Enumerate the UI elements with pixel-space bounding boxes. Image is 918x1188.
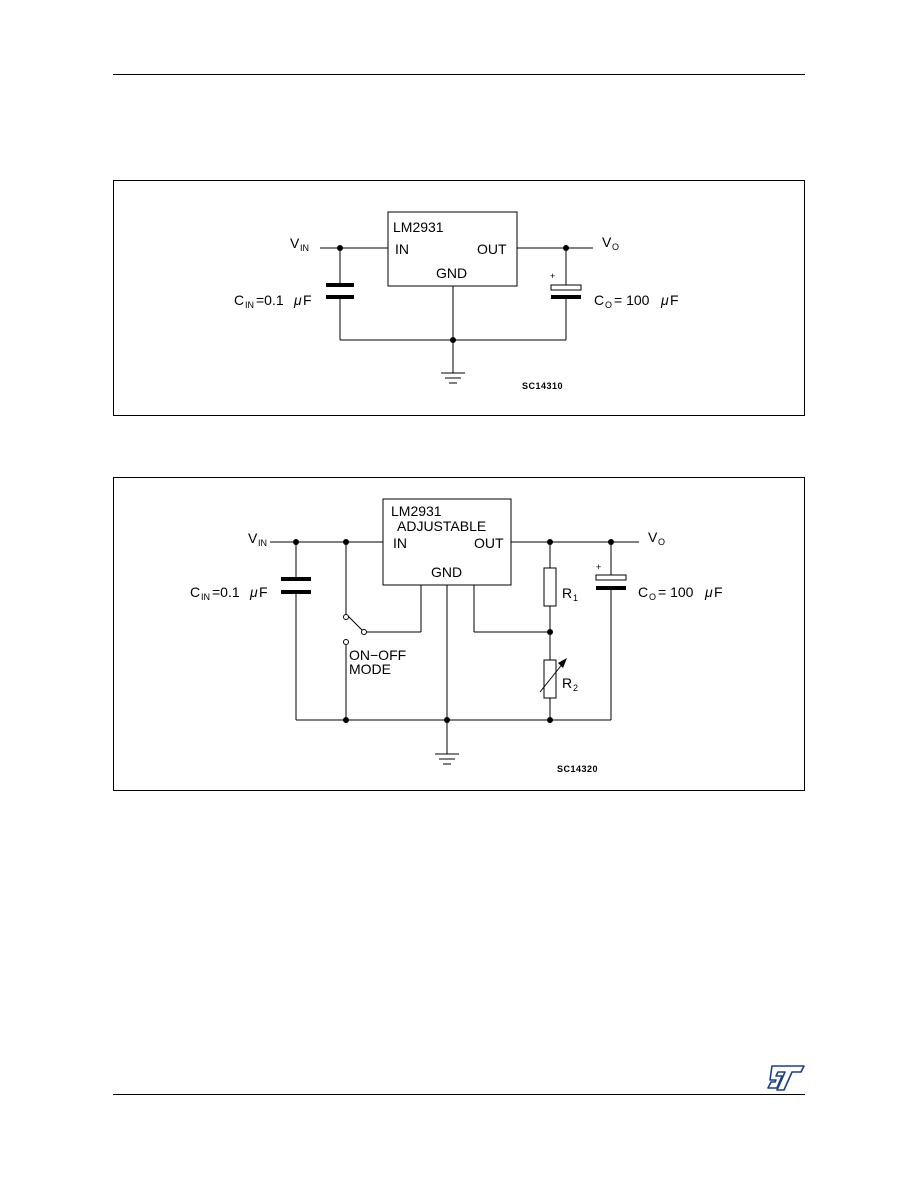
co-label: C (638, 584, 648, 600)
co-farad: F (714, 584, 723, 600)
switch-contact-bottom (343, 639, 349, 645)
figure-1-frame: LM2931 IN OUT GND V IN V O C IN =0.1 μ F… (113, 180, 805, 416)
co-capacitor (595, 574, 627, 590)
cin-subscript: IN (245, 300, 254, 310)
cin-capacitor (281, 577, 311, 594)
co-label: C (594, 292, 604, 308)
cin-label: C (190, 584, 200, 600)
r2-subscript: 2 (573, 683, 578, 693)
cin-mu: μ (293, 292, 302, 308)
switch-label-line2: MODE (349, 661, 391, 677)
vo-subscript: O (658, 537, 665, 547)
cin-label: C (234, 292, 244, 308)
r1-subscript: 1 (573, 593, 578, 603)
pin-in-label: IN (393, 535, 407, 551)
switch-contact-common (361, 629, 367, 635)
pin-gnd-label: GND (431, 564, 462, 580)
circuit-2: LM2931 ADJUSTABLE IN OUT GND V IN V O C … (190, 498, 723, 774)
co-mu: μ (704, 584, 713, 600)
co-plus: + (550, 271, 555, 281)
cin-value: =0.1 (256, 292, 284, 308)
circuit-1: LM2931 IN OUT GND V IN V O C IN =0.1 μ F… (234, 211, 679, 391)
chip-name: LM2931 (391, 503, 442, 519)
figure-code: SC14310 (522, 381, 563, 391)
vo-label: V (648, 529, 658, 545)
footer-rule (113, 1094, 805, 1095)
cin-farad: F (303, 292, 312, 308)
pin-out-label: OUT (477, 241, 507, 257)
junction-dots (293, 539, 614, 723)
cin-value: =0.1 (212, 584, 240, 600)
figure-code: SC14320 (557, 764, 598, 774)
pin-gnd-label: GND (436, 265, 467, 281)
vin-label: V (248, 530, 258, 546)
co-plus: + (596, 562, 601, 572)
cin-mu: μ (249, 584, 258, 600)
vin-subscript: IN (300, 243, 309, 253)
co-subscript: O (605, 300, 612, 310)
switch-label-line1: ON−OFF (349, 647, 406, 663)
r1-resistor (543, 567, 557, 607)
r1-label: R (562, 585, 572, 601)
cin-capacitor (326, 283, 354, 299)
vo-subscript: O (612, 242, 619, 252)
pin-in-label: IN (395, 241, 409, 257)
co-farad: F (670, 292, 679, 308)
st-logo-icon (767, 1065, 805, 1091)
header-rule (113, 74, 805, 75)
co-subscript: O (649, 592, 656, 602)
pin-out-label: OUT (474, 535, 504, 551)
co-capacitor (550, 284, 582, 299)
vin-subscript: IN (258, 538, 267, 548)
co-value: = 100 (614, 292, 650, 308)
cin-subscript: IN (201, 592, 210, 602)
vo-label: V (602, 234, 612, 250)
chip-name: LM2931 (393, 219, 444, 235)
cin-farad: F (259, 584, 268, 600)
chip-subtitle: ADJUSTABLE (397, 518, 486, 534)
junction-dots (337, 245, 569, 343)
r2-label: R (562, 675, 572, 691)
co-value: = 100 (658, 584, 694, 600)
switch-contact-top (343, 614, 349, 620)
vin-label: V (290, 235, 300, 251)
figure-2-frame: LM2931 ADJUSTABLE IN OUT GND V IN V O C … (113, 477, 805, 791)
co-mu: μ (660, 292, 669, 308)
